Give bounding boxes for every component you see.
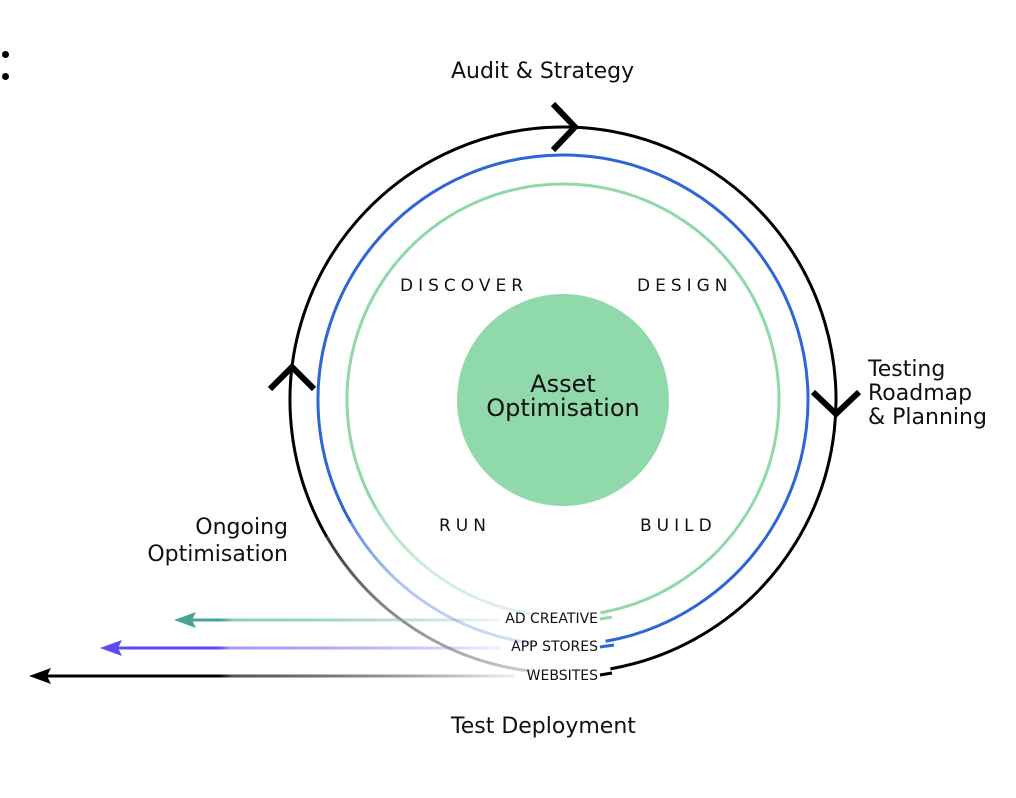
stage-label-ongoing-line1: Ongoing [195,515,288,540]
quadrant-label-design: DESIGN [637,276,733,296]
bullet-dot-1 [2,51,9,58]
stage-label-testing-roadmap: Testing Roadmap & Planning [868,358,987,430]
center-circle [457,294,669,506]
stage-label-test-deployment: Test Deployment [451,714,636,739]
stage-label-testing-line1: Testing [868,357,946,382]
arrow-left-icon [174,612,196,628]
channel-label-websites: WEBSITES [526,668,598,684]
channel-label-app-stores: APP STORES [511,639,598,655]
stage-label-ongoing-line2: Optimisation [147,542,288,567]
inner-ring-fade-arc [374,507,537,616]
stage-label-testing-line2: Roadmap [868,381,973,406]
bullet-dot-2 [2,73,9,80]
center-label-line1: Asset [530,370,596,398]
quadrant-label-build: BUILD [640,516,717,536]
ring-connector [599,671,613,677]
inner-ring-arc [345,182,781,615]
ring-connector [599,643,615,649]
ring-connector [599,615,613,621]
quadrant-label-discover: DISCOVER [400,276,529,296]
chevron-right-icon [550,101,580,153]
middle-ring-arc [316,153,810,643]
outer-ring-arc [288,125,838,671]
arrow-left-icon [100,640,122,656]
stage-label-ongoing-optimisation: Ongoing Optimisation [147,514,288,568]
chevron-down-icon [810,389,862,419]
center-label-line2: Optimisation [486,394,640,422]
stage-label-testing-line3: & Planning [868,405,987,430]
arrow-left-icon [29,668,51,684]
stage-label-audit-strategy: Audit & Strategy [451,59,635,84]
chevron-up-icon [267,362,317,392]
quadrant-label-run: RUN [439,516,491,536]
outer-ring-fade-arc [325,535,530,673]
channel-label-ad-creative: AD CREATIVE [505,611,598,627]
center-label: Asset Optimisation [463,372,663,420]
middle-ring-fade-arc [349,521,534,645]
